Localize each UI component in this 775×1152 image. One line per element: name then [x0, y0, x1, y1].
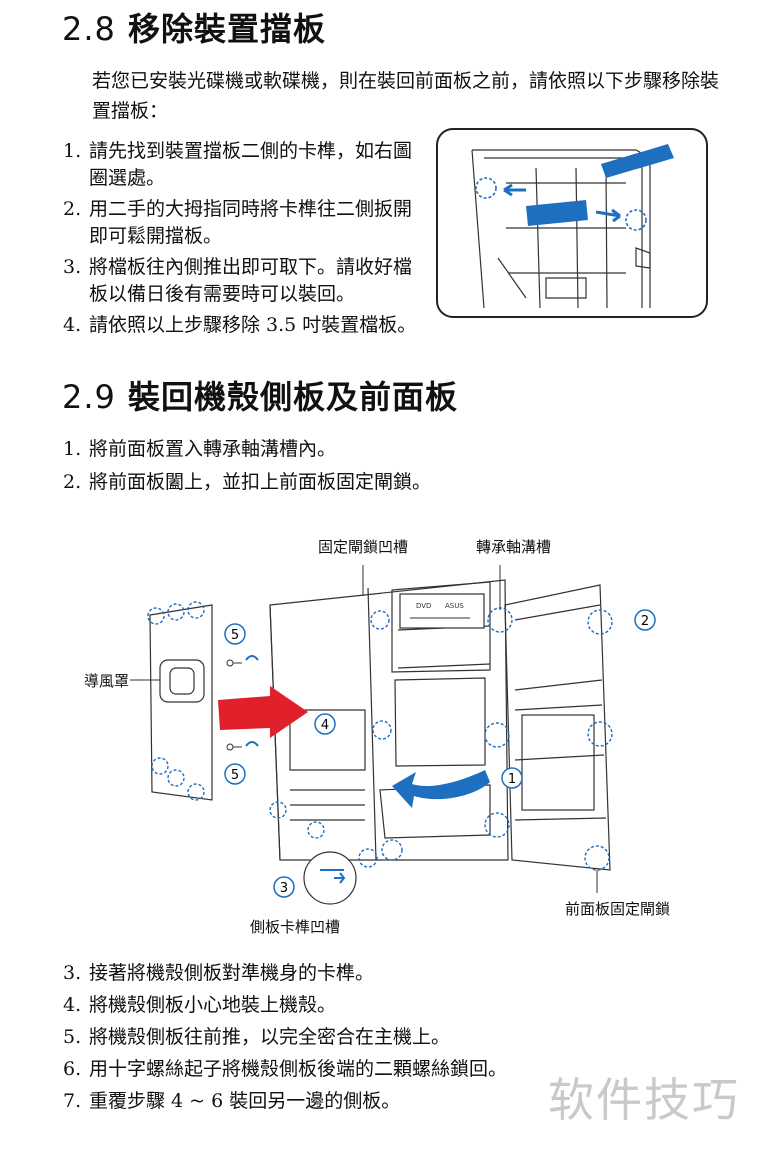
- step-number: 1.: [63, 140, 82, 162]
- section-29-heading: 2.9 裝回機殼側板及前面板: [62, 372, 458, 418]
- step-text: 請先找到裝置擋板二側的卡榫，如右圖圈選處。: [89, 140, 413, 189]
- red-push-arrow: [218, 686, 308, 738]
- step-number: 3.: [63, 962, 82, 984]
- side-panel: [149, 604, 213, 801]
- step-text: 請依照以上步驟移除 3.5 吋裝置檔板。: [89, 314, 417, 336]
- leader-lines: [130, 565, 598, 893]
- step-number: 2.: [63, 198, 82, 220]
- section-28-intro: 若您已安裝光碟機或軟碟機，則在裝回前面板之前，請依照以下步驟移除裝置擋板：: [92, 70, 720, 122]
- list-item: 3. 接著將機殼側板對準機身的卡榫。: [63, 960, 703, 987]
- list-item: 7. 重覆步驟 4 ~ 6 裝回另一邊的側板。: [63, 1088, 703, 1115]
- case-assembly-illustration: DVD ASUS: [130, 565, 613, 905]
- label-side-panel-slot: 側板卡榫凹槽: [250, 918, 341, 936]
- callout-label: 5: [231, 768, 239, 783]
- optical-drive: DVD ASUS: [399, 593, 485, 629]
- list-item: 1. 請先找到裝置擋板二側的卡榫，如右圖圈選處。: [63, 138, 418, 192]
- section-number: 2.9: [62, 378, 116, 416]
- drive-cover-illustration: [436, 128, 708, 318]
- label-latch-groove: 固定閘鎖凹槽: [318, 538, 409, 556]
- step-text: 將前面板置入轉承軸溝槽內。: [89, 438, 337, 460]
- callout-5-bottom: 5: [224, 763, 246, 785]
- list-item: 5. 將機殼側板往前推，以完全密合在主機上。: [63, 1024, 703, 1051]
- label-hinge-groove: 轉承軸溝槽: [476, 538, 552, 556]
- list-item: 4. 請依照以上步驟移除 3.5 吋裝置檔板。: [63, 312, 418, 339]
- section-title: 裝回機殼側板及前面板: [128, 378, 459, 416]
- section-29-steps-a: 1. 將前面板置入轉承軸溝槽內。 2. 將前面板闔上，並扣上前面板固定閘鎖。: [63, 436, 703, 502]
- step-number: 7.: [63, 1090, 82, 1112]
- push-arrow-top: [601, 144, 674, 178]
- section-number: 2.8: [62, 10, 116, 48]
- callout-3: 3: [273, 876, 295, 898]
- step-number: 5.: [63, 1026, 82, 1048]
- callout-4: 4: [314, 713, 336, 735]
- step-text: 重覆步驟 4 ~ 6 裝回另一邊的側板。: [89, 1090, 401, 1112]
- screw-icons: [226, 659, 242, 751]
- step-text: 用十字螺絲起子將機殼側板後端的二顆螺絲鎖回。: [89, 1058, 508, 1080]
- air-duct: [159, 659, 205, 703]
- list-item: 2. 將前面板闔上，並扣上前面板固定閘鎖。: [63, 469, 703, 496]
- highlight-circles: [147, 601, 613, 871]
- list-item: 1. 將前面板置入轉承軸溝槽內。: [63, 436, 703, 463]
- step-text: 接著將機殼側板對準機身的卡榫。: [89, 962, 375, 984]
- step-number: 3.: [63, 256, 82, 278]
- callout-label: 2: [641, 614, 649, 629]
- step-text: 將機殼側板往前推，以完全密合在主機上。: [89, 1026, 451, 1048]
- slot-detail-icon: [303, 851, 357, 905]
- drive-logo: DVD: [416, 602, 431, 610]
- step-text: 將前面板闔上，並扣上前面板固定閘鎖。: [89, 471, 432, 493]
- latch-highlight-left: [475, 177, 497, 199]
- callout-label: 5: [231, 628, 239, 643]
- arrow-left-icon: [503, 183, 526, 197]
- push-arrow-middle: [526, 200, 588, 226]
- list-item: 2. 用二手的大拇指同時將卡榫往二側扳開即可鬆開擋板。: [63, 196, 418, 250]
- list-item: 4. 將機殼側板小心地裝上機殼。: [63, 992, 703, 1019]
- step-number: 1.: [63, 438, 82, 460]
- step-number: 6.: [63, 1058, 82, 1080]
- latch-highlight-right: [625, 209, 647, 231]
- list-item: 3. 將檔板往內側推出即可取下。請收好檔板以備日後有需要時可以裝回。: [63, 254, 418, 308]
- callout-label: 1: [508, 772, 516, 787]
- step-number: 4.: [63, 994, 82, 1016]
- callout-label: 3: [280, 881, 288, 896]
- step-number: 2.: [63, 471, 82, 493]
- step-text: 用二手的大拇指同時將卡榫往二側扳開即可鬆開擋板。: [89, 198, 413, 247]
- section-29-steps-b: 3. 接著將機殼側板對準機身的卡榫。 4. 將機殼側板小心地裝上機殼。 5. 將機殼側…: [63, 960, 703, 1120]
- callout-2: 2: [634, 609, 656, 631]
- callout-5-top: 5: [224, 623, 246, 645]
- label-front-panel-latch: 前面板固定閘鎖: [565, 900, 671, 918]
- section-28-steps: 1. 請先找到裝置擋板二側的卡榫，如右圖圈選處。 2. 用二手的大拇指同時將卡榫往二…: [63, 138, 418, 343]
- callout-label: 4: [321, 718, 329, 733]
- watermark: 软件技巧: [548, 1073, 740, 1127]
- list-item: 6. 用十字螺絲起子將機殼側板後端的二顆螺絲鎖回。: [63, 1056, 703, 1083]
- callout-1: 1: [501, 767, 523, 789]
- drive-brand: ASUS: [445, 602, 464, 610]
- arrow-right-icon: [595, 208, 621, 223]
- section-28-heading: 2.8 移除裝置擋板: [62, 4, 326, 50]
- step-text: 將檔板往內側推出即可取下。請收好檔板以備日後有需要時可以裝回。: [89, 256, 413, 305]
- step-text: 將機殼側板小心地裝上機殼。: [89, 994, 337, 1016]
- section-title: 移除裝置擋板: [128, 10, 327, 48]
- step-number: 4.: [63, 314, 82, 336]
- blue-close-arrow: [392, 770, 490, 808]
- label-air-duct: 導風罩: [84, 672, 130, 690]
